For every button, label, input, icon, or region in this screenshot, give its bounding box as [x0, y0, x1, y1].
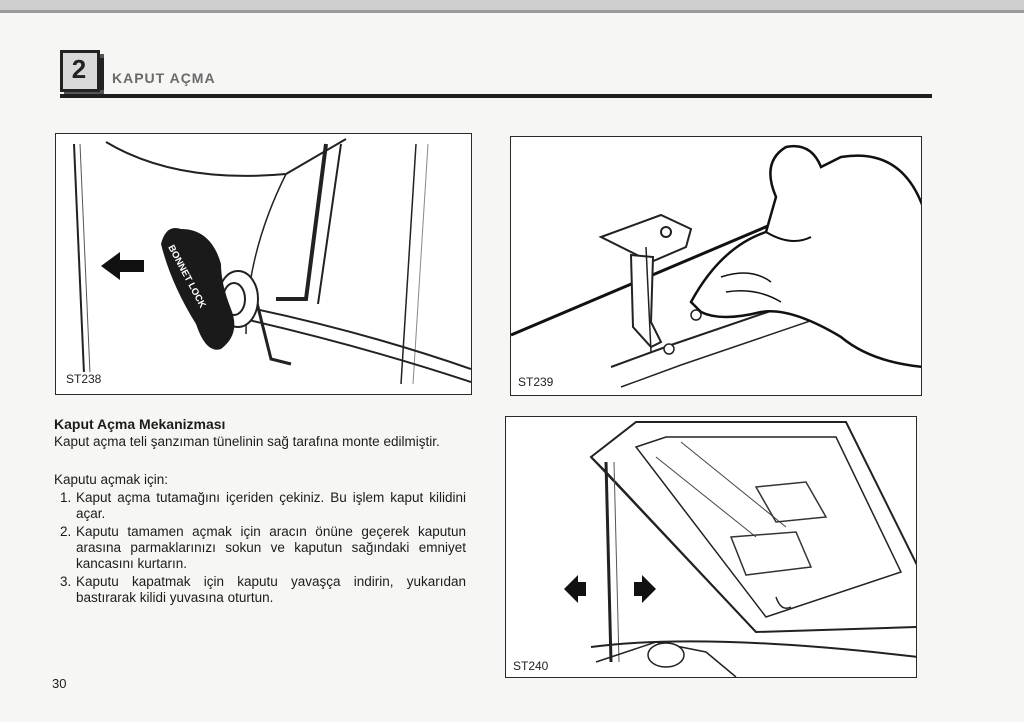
open-hood-illustration — [564, 421, 916, 677]
section-title: Kaput Açma Mekanizması — [54, 416, 226, 432]
instruction-steps: 1. Kaput açma tutamağını içeriden çekini… — [60, 490, 466, 608]
hand-release-illustration — [511, 144, 921, 388]
intro-paragraph: Kaput açma teli şanzıman tünelinin sağ t… — [54, 434, 440, 449]
figure-st240: ST240 — [505, 416, 917, 678]
list-item: 3. Kaputu kapatmak için kaputu yavaşça i… — [60, 574, 466, 606]
step-number: 2. — [60, 524, 72, 539]
figure-st239: ST239 — [510, 136, 922, 396]
page-top-edge — [0, 0, 1024, 13]
step-text: Kaput açma tutamağını içeriden çekiniz. … — [76, 490, 466, 521]
list-item: 1. Kaput açma tutamağını içeriden çekini… — [60, 490, 466, 522]
chapter-title: KAPUT AÇMA — [112, 70, 216, 86]
bonnet-lock-illustration: BONNET LOCK — [73, 138, 471, 385]
chapter-divider — [100, 58, 104, 90]
header-rule — [60, 94, 932, 98]
pull-arrow-icon — [101, 252, 144, 280]
list-item: 2. Kaputu tamamen açmak için aracın önün… — [60, 524, 466, 572]
figure-st238: BONNET LOCK ST238 — [55, 133, 472, 395]
chapter-number: 2 — [71, 54, 87, 84]
page-number: 30 — [52, 676, 67, 691]
figure-label: ST239 — [516, 375, 556, 389]
figure-label: ST238 — [64, 372, 104, 386]
chapter-box — [60, 50, 100, 92]
step-text: Kaputu kapatmak için kaputu yavaşça indi… — [76, 574, 466, 605]
step-number: 1. — [60, 490, 72, 505]
step-text: Kaputu tamamen açmak için aracın önüne g… — [76, 524, 466, 571]
arrow-left-icon — [564, 575, 586, 603]
arrow-right-icon — [634, 575, 656, 603]
figure-label: ST240 — [511, 659, 551, 673]
step-number: 3. — [60, 574, 72, 589]
lead-paragraph: Kaputu açmak için: — [54, 472, 169, 487]
